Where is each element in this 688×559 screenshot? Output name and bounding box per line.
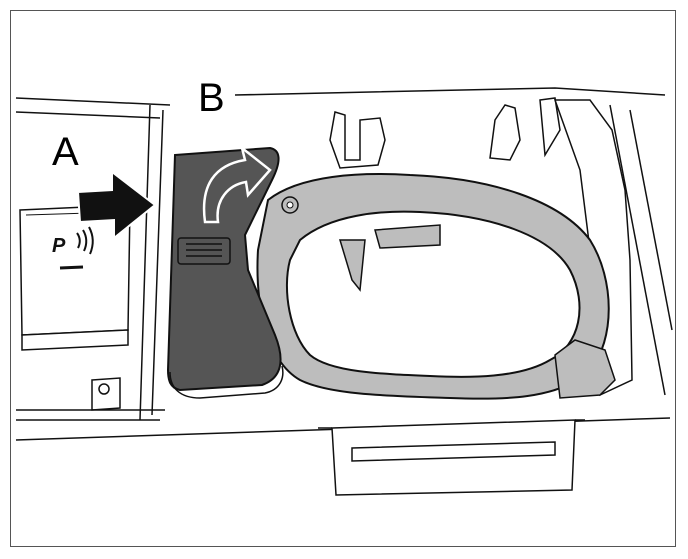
park-assist-icon: P bbox=[52, 226, 94, 270]
speaker-ring bbox=[256, 173, 616, 400]
callout-b: B bbox=[198, 76, 225, 120]
speaker-grille-edge bbox=[318, 419, 585, 496]
arrow-right-icon bbox=[76, 169, 157, 241]
park-assist-letter: P bbox=[52, 235, 66, 257]
top-clips bbox=[329, 97, 561, 169]
callout-a: A bbox=[52, 130, 79, 174]
mount-bracket bbox=[91, 377, 121, 411]
curved-arrow-icon bbox=[202, 144, 272, 224]
cover-insert bbox=[166, 146, 284, 399]
grip-lines-icon bbox=[177, 237, 231, 265]
park-assist-switch bbox=[19, 204, 131, 351]
